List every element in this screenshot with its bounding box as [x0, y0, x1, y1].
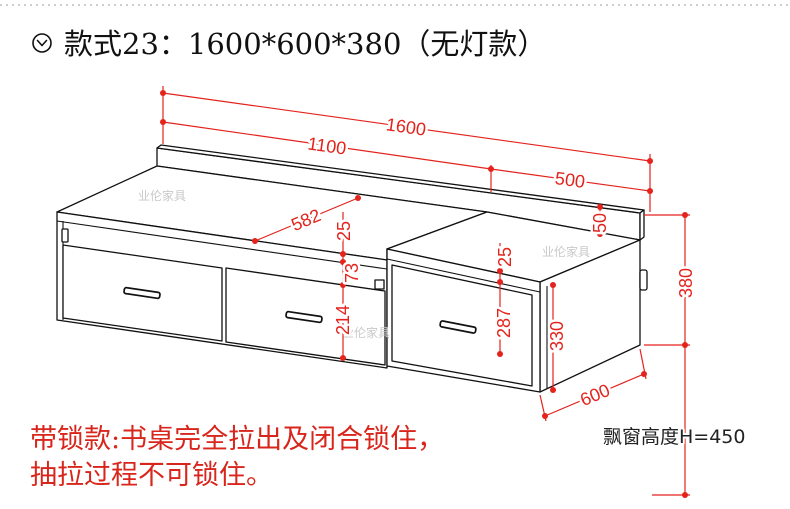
back-panel-end: [639, 209, 645, 241]
dimension-endpoint-dot: [647, 188, 653, 194]
dimension-label-desk-top-thickness: 25: [334, 221, 354, 241]
page-title: 款式23：1600*600*380（无灯款）: [64, 27, 546, 61]
wall-bracket: [639, 269, 648, 291]
dimension-endpoint-dot: [682, 492, 688, 498]
dimension-label-back-panel-height: 50: [590, 213, 610, 233]
dimension-endpoint-dot: [340, 251, 346, 257]
watermark: 业伦家具: [342, 325, 390, 340]
dimension-endpoint-dot: [497, 279, 503, 285]
dimension-endpoint-dot: [488, 166, 494, 172]
watermark: 业伦家具: [138, 188, 186, 203]
dimension-endpoint-dot: [550, 387, 556, 393]
dimension-line-total-width: [162, 92, 651, 162]
lock-notch: [374, 279, 385, 290]
watermark: 业伦家具: [542, 244, 590, 259]
dimension-endpoint-dot: [597, 204, 603, 210]
dimension-endpoint-dot: [542, 413, 548, 419]
dimension-endpoint-dot: [340, 282, 346, 288]
dimension-endpoint-dot: [497, 351, 503, 357]
drawer-1-handle: [123, 286, 161, 300]
icon-chevron: [36, 39, 48, 47]
dimension-endpoint-dot: [340, 259, 346, 265]
dimension-line-cabinet-width: [490, 168, 651, 192]
dimension-label-total-height: 380: [676, 268, 696, 298]
dimension-endpoint-dot: [597, 231, 603, 237]
dimension-line-total-depth: [544, 373, 645, 417]
dimension-label-desk-drawer-height: 214: [333, 305, 353, 335]
dimension-label-cabinet-height: 330: [547, 321, 567, 351]
dimension-label-total-depth: 600: [577, 380, 612, 410]
dimension-endpoint-dot: [682, 212, 688, 218]
dimension-endpoint-dot: [647, 158, 653, 164]
dimension-label-cabinet-top-thickness: 25: [495, 247, 515, 267]
dimension-lines: [160, 86, 690, 498]
dimension-endpoint-dot: [550, 282, 556, 288]
cabinet-lid-edge: [386, 258, 541, 293]
window-height-label: 飘窗高度H=450: [603, 426, 745, 448]
dimension-label-cabinet-width: 500: [554, 168, 587, 192]
dimension-endpoint-dot: [355, 195, 361, 201]
dimension-endpoint-dot: [160, 90, 166, 96]
dimension-line-desk-width: [162, 121, 492, 170]
desk-slide-end: [61, 228, 69, 243]
dimension-label-desk-width: 1100: [306, 133, 347, 158]
dimension-endpoint-dot: [340, 355, 346, 361]
furniture-drawing: [56, 144, 648, 393]
drawer-3-handle: [439, 320, 477, 334]
dimension-endpoint-dot: [641, 371, 647, 377]
lock-note-line-1: 带锁款:书桌完全拉出及闭合锁住，: [30, 424, 444, 455]
dimension-label-total-width: 1600: [385, 114, 427, 139]
circle-chevron-down-icon: [32, 33, 52, 53]
drawer-2-handle: [285, 310, 323, 324]
dimension-line-desk-depth: [254, 197, 359, 242]
dimension-label-desk-slot-height: 73: [342, 263, 362, 283]
lock-note-line-2: 抽拉过程不可锁住。: [30, 460, 273, 491]
dimension-endpoint-dot: [682, 342, 688, 348]
dimension-endpoint-dot: [252, 238, 258, 244]
icon-circle: [32, 33, 52, 53]
dimension-endpoint-dot: [497, 268, 503, 274]
dimension-endpoint-dot: [160, 119, 166, 125]
dimension-label-cabinet-drawer-height: 287: [494, 308, 514, 338]
desk-top-underside-edge: [56, 220, 388, 270]
